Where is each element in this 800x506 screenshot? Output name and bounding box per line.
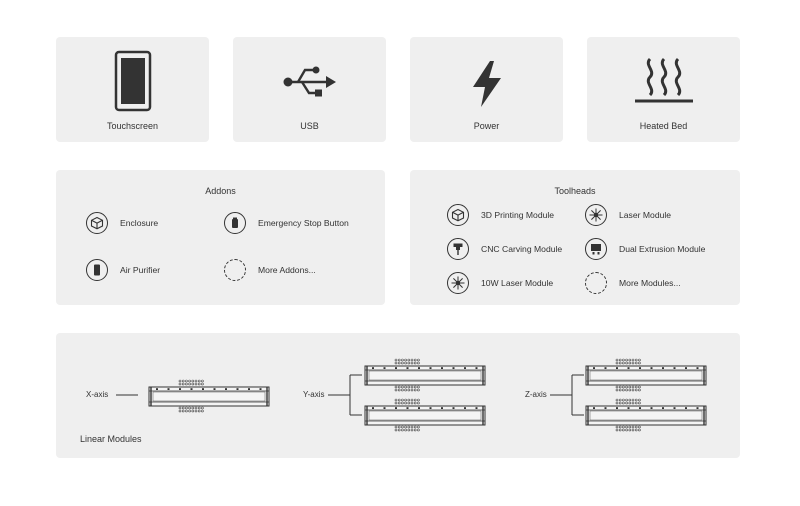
x-axis-label: X-axis — [86, 390, 109, 399]
toolheads-panel: Toolheads 3D Printing Module Laser Modul… — [410, 170, 740, 305]
toolhead-dual-extrusion-label: Dual Extrusion Module — [619, 244, 706, 254]
z-axis-rail-top — [585, 358, 707, 392]
usb-card: USB — [233, 37, 386, 142]
addons-panel: Addons Enclosure Emergency Stop Button A… — [56, 170, 385, 305]
heated-bed-card: Heated Bed — [587, 37, 740, 142]
touchscreen-label: Touchscreen — [106, 121, 159, 131]
z-axis-rail-bottom — [585, 398, 707, 432]
z-axis-bracket — [550, 374, 584, 416]
toolhead-more[interactable]: More Modules... — [585, 270, 681, 296]
toolhead-cnc[interactable]: CNC Carving Module — [447, 236, 562, 262]
toolhead-dual-extrusion[interactable]: Dual Extrusion Module — [585, 236, 705, 262]
toolhead-laser-label: Laser Module — [619, 210, 672, 220]
lightning-icon — [472, 61, 501, 107]
cube-icon — [451, 208, 465, 222]
usb-label: USB — [300, 121, 319, 131]
touchscreen-card: Touchscreen — [56, 37, 209, 142]
air-purifier-icon — [94, 264, 100, 276]
laser-icon — [451, 276, 465, 290]
x-axis-rail — [148, 379, 270, 413]
dashed-circle-icon — [224, 259, 246, 281]
emergency-stop-icon — [232, 217, 238, 228]
linear-modules-title: Linear Modules — [80, 434, 142, 444]
power-card: Power — [410, 37, 563, 142]
y-axis-rail-top — [364, 358, 486, 392]
addon-more-label: More Addons... — [258, 265, 316, 275]
addons-title: Addons — [205, 186, 236, 196]
toolhead-10w-laser[interactable]: 10W Laser Module — [447, 270, 553, 296]
y-axis-bracket — [328, 374, 362, 416]
addon-air-purifier[interactable]: Air Purifier — [86, 257, 160, 283]
toolhead-cnc-label: CNC Carving Module — [481, 244, 563, 254]
usb-icon — [283, 66, 336, 97]
x-axis-connector — [116, 394, 138, 396]
cube-icon — [90, 216, 104, 230]
power-label: Power — [473, 121, 500, 131]
cnc-icon — [453, 243, 463, 255]
toolhead-3d-printing-label: 3D Printing Module — [481, 210, 555, 220]
addon-emergency-stop[interactable]: Emergency Stop Button — [224, 210, 349, 236]
laser-icon — [589, 208, 603, 222]
toolhead-10w-laser-label: 10W Laser Module — [481, 278, 554, 288]
toolhead-laser[interactable]: Laser Module — [585, 202, 671, 228]
heated-bed-label: Heated Bed — [639, 121, 688, 131]
toolhead-more-label: More Modules... — [619, 278, 681, 288]
y-axis-rail-bottom — [364, 398, 486, 432]
addon-enclosure[interactable]: Enclosure — [86, 210, 158, 236]
y-axis-label: Y-axis — [303, 390, 325, 399]
dashed-circle-icon — [585, 272, 607, 294]
toolheads-title: Toolheads — [554, 186, 596, 196]
addon-air-purifier-label: Air Purifier — [120, 265, 161, 275]
addon-emergency-stop-label: Emergency Stop Button — [258, 218, 349, 228]
toolhead-3d-printing[interactable]: 3D Printing Module — [447, 202, 554, 228]
touchscreen-icon — [114, 50, 151, 112]
addon-more[interactable]: More Addons... — [224, 257, 316, 283]
addon-enclosure-label: Enclosure — [120, 218, 159, 228]
dual-extrusion-icon — [591, 244, 601, 255]
heated-bed-icon — [634, 57, 693, 103]
linear-modules-panel: Linear Modules X-axis Y-axis Z-axis — [56, 333, 740, 458]
z-axis-label: Z-axis — [525, 390, 547, 399]
